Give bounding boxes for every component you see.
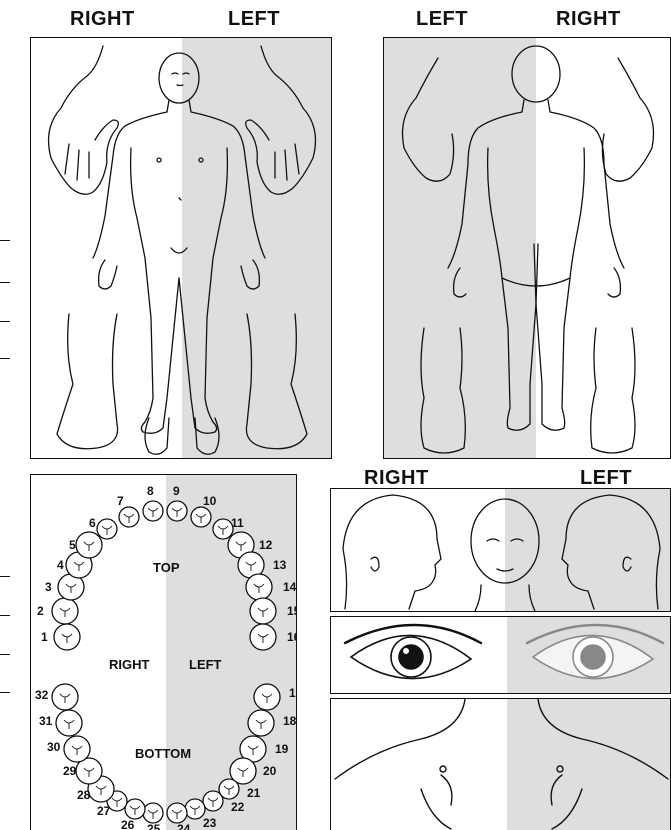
tooth-number: 12 — [259, 538, 273, 552]
tooth-number: 15 — [287, 604, 297, 618]
tooth — [213, 519, 233, 539]
margin-tick — [0, 576, 10, 577]
tooth — [119, 507, 139, 527]
front-body-panel — [30, 37, 332, 459]
eye-panel — [330, 616, 671, 694]
tooth-number: 30 — [47, 740, 61, 754]
tooth — [254, 684, 280, 710]
tooth-number: 16 — [287, 630, 297, 644]
tooth-number: 3 — [45, 580, 52, 594]
chest-figures — [331, 699, 671, 830]
dental-arch: 1234567891011121314151617181920212223242… — [31, 475, 297, 830]
tooth — [52, 684, 78, 710]
tooth — [143, 803, 163, 823]
tooth-number: 31 — [39, 714, 53, 728]
tooth-number: 23 — [203, 816, 217, 830]
tooth-number: 13 — [273, 558, 287, 572]
tooth-number: 32 — [35, 688, 49, 702]
tooth — [203, 791, 223, 811]
tooth-number: 28 — [77, 788, 91, 802]
back-body-panel — [383, 37, 671, 459]
tooth-number: 20 — [263, 764, 277, 778]
front-left-label: LEFT — [228, 8, 280, 31]
tooth — [143, 501, 163, 521]
tooth-number: 5 — [69, 538, 76, 552]
tooth-number: 19 — [275, 742, 289, 756]
tooth — [248, 710, 274, 736]
tooth-number: 25 — [147, 822, 161, 830]
tooth — [185, 799, 205, 819]
tooth — [246, 574, 272, 600]
margin-tick — [0, 615, 10, 616]
tooth — [191, 507, 211, 527]
dental-chart-panel: 1234567891011121314151617181920212223242… — [30, 474, 297, 830]
tooth-number: 22 — [231, 800, 245, 814]
tooth — [250, 624, 276, 650]
dental-left-label: LEFT — [189, 657, 222, 672]
tooth-number: 21 — [247, 786, 261, 800]
face-figures — [331, 489, 671, 612]
tooth-number: 27 — [97, 804, 111, 818]
eye-figures — [331, 617, 671, 694]
tooth-number: 11 — [231, 516, 244, 530]
tooth-number: 18 — [283, 714, 297, 728]
back-left-label: LEFT — [416, 8, 468, 31]
tooth-number: 9 — [173, 484, 180, 498]
back-body-figure — [384, 38, 671, 459]
tooth — [76, 532, 102, 558]
tooth-number: 1 — [41, 630, 48, 644]
tooth-number: 24 — [177, 822, 191, 830]
face-panel — [330, 488, 671, 612]
front-body-figure — [31, 38, 332, 459]
margin-tick — [0, 240, 10, 241]
tooth — [167, 803, 187, 823]
back-right-label: RIGHT — [556, 8, 621, 31]
face-right-label: RIGHT — [364, 467, 429, 490]
margin-tick — [0, 692, 10, 693]
margin-tick — [0, 358, 10, 359]
tooth — [52, 598, 78, 624]
face-left-label: LEFT — [580, 467, 632, 490]
tooth — [250, 598, 276, 624]
tooth — [64, 736, 90, 762]
tooth-number: 10 — [203, 494, 217, 508]
front-right-label: RIGHT — [70, 8, 135, 31]
tooth-number: 8 — [147, 484, 154, 498]
tooth-number: 29 — [63, 764, 77, 778]
tooth-number: 17 — [289, 686, 297, 700]
margin-tick — [0, 321, 10, 322]
tooth-number: 7 — [117, 494, 124, 508]
tooth — [56, 710, 82, 736]
tooth — [97, 519, 117, 539]
tooth — [167, 501, 187, 521]
dental-right-label: RIGHT — [109, 657, 149, 672]
margin-tick — [0, 654, 10, 655]
tooth — [54, 624, 80, 650]
dental-bottom-label: BOTTOM — [135, 746, 191, 761]
tooth-number: 14 — [283, 580, 297, 594]
tooth-number: 4 — [57, 558, 64, 572]
chest-panel — [330, 698, 671, 830]
tooth-number: 6 — [89, 516, 96, 530]
tooth-number: 26 — [121, 818, 135, 830]
margin-tick — [0, 282, 10, 283]
tooth — [125, 799, 145, 819]
tooth-number: 2 — [37, 604, 44, 618]
dental-top-label: TOP — [153, 560, 180, 575]
